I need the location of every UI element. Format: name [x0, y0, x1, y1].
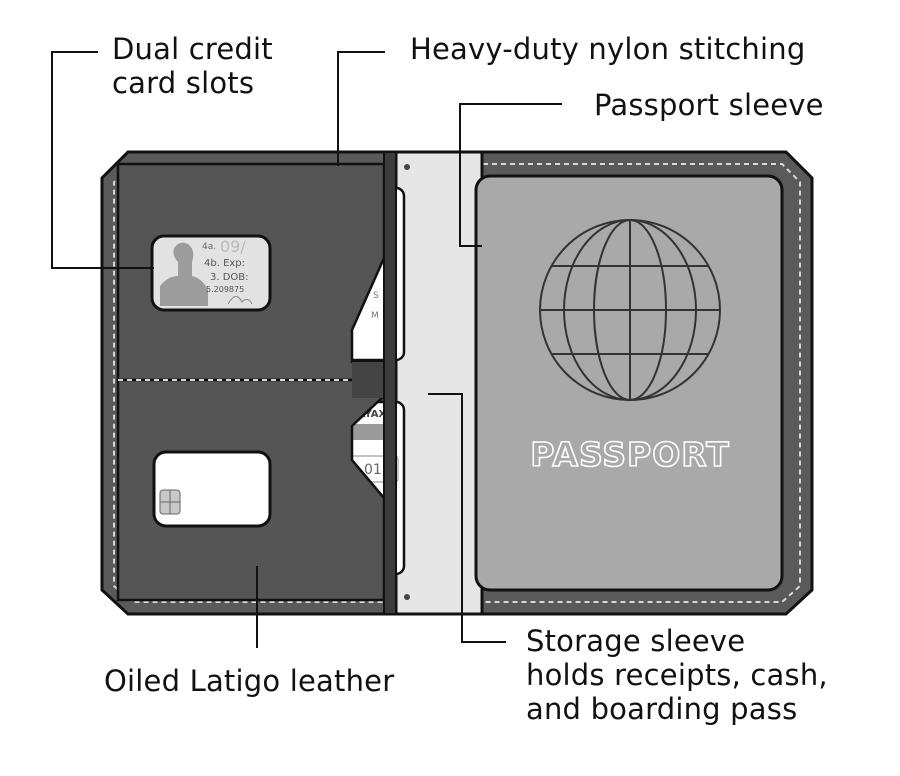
callout-stitching: Heavy-duty nylon stitching — [410, 32, 806, 66]
leader-lines — [51, 51, 562, 648]
id-line-4a: 4a. — [202, 242, 216, 252]
leader-passport-sleeve — [459, 103, 562, 247]
card-text-2: S — [373, 291, 379, 301]
card-brand: XAYAX — [350, 409, 387, 420]
id-card-window: 4a. 09/ 4b. Exp: 3. DOB: 5.209875 — [150, 234, 272, 312]
passport-label: PASSPORT — [530, 435, 729, 474]
card-number: 01 — [364, 462, 382, 478]
leader-stitching — [337, 51, 385, 166]
callout-leather: Oiled Latigo leather — [104, 664, 395, 698]
credit-card-window — [152, 450, 272, 528]
id-line-4b: 4b. Exp: — [204, 258, 245, 269]
leader-storage — [428, 393, 506, 643]
card-text-3: M — [371, 311, 379, 321]
id-line-4a-value: 09/ — [220, 237, 246, 256]
id-line-5: 5.209875 — [206, 285, 244, 294]
storage-sleeve — [394, 150, 484, 616]
id-line-3: 3. DOB: — [210, 272, 249, 283]
globe-icon — [539, 219, 721, 401]
left-pocket-panel — [116, 162, 392, 602]
photo-silhouette — [160, 242, 208, 306]
callout-passport-sleeve: Passport sleeve — [594, 88, 824, 122]
callout-storage: Storage sleeve holds receipts, cash, and… — [526, 624, 828, 726]
spine — [383, 151, 397, 615]
leader-card-slots — [51, 51, 154, 269]
callout-card-slots: Dual credit card slots — [112, 32, 273, 100]
passport: PASSPORT — [474, 174, 784, 592]
perimeter-stitching — [113, 163, 801, 603]
